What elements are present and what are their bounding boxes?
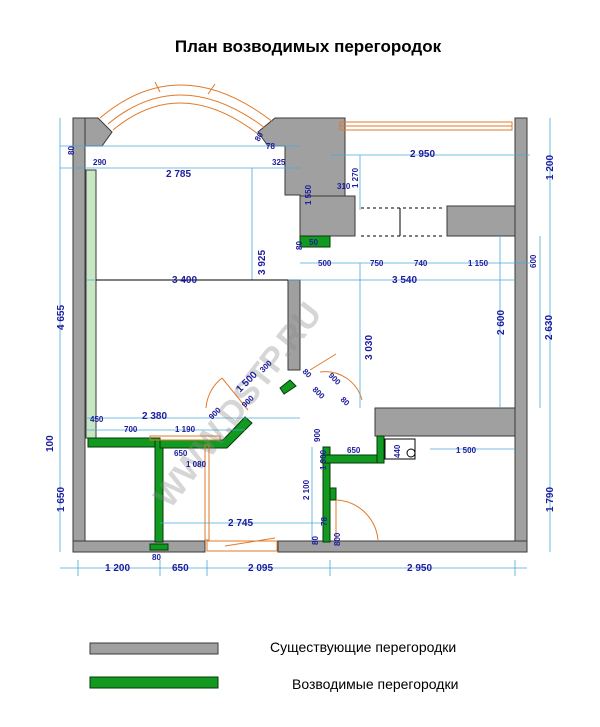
dim-650-a: 650 <box>174 449 188 458</box>
existing-walls <box>72 117 528 553</box>
legend-existing-label: Существующие перегородки <box>270 639 456 655</box>
dim-80-g: 80 <box>295 241 304 250</box>
dim-2600: 2 600 <box>496 310 507 335</box>
dim-100: 100 <box>45 435 56 452</box>
dim-50: 50 <box>309 238 318 247</box>
dim-325: 325 <box>272 158 286 167</box>
dim-740: 740 <box>414 259 428 268</box>
dim-1550: 1 550 <box>304 184 313 205</box>
dim-440: 440 <box>393 444 402 458</box>
dim-78-top: 78 <box>266 142 275 151</box>
dim-800-bottom: 800 <box>333 532 342 546</box>
legend-existing-swatch <box>89 642 219 655</box>
dim-900-d: 900 <box>313 428 322 442</box>
dim-bottom-2950: 2 950 <box>407 563 432 574</box>
dim-bottom-650: 650 <box>172 563 189 574</box>
dim-450: 450 <box>90 415 104 424</box>
dim-1080: 1 080 <box>186 460 207 469</box>
dim-1500-b: 1 500 <box>456 446 477 455</box>
dim-310: 310 <box>337 182 351 191</box>
dim-2630: 2 630 <box>544 315 555 340</box>
dim-1650: 1 650 <box>56 487 67 512</box>
legend-new-label: Возводимые перегородки <box>292 676 458 692</box>
dim-4655: 4 655 <box>56 305 67 330</box>
dim-1200-right: 1 200 <box>545 155 556 180</box>
dim-600: 600 <box>529 254 538 268</box>
dim-80-e: 80 <box>311 536 320 545</box>
dim-80-a: 80 <box>67 146 76 155</box>
dim-2950-top: 2 950 <box>410 149 435 160</box>
dim-2380: 2 380 <box>142 411 167 422</box>
dim-1300: 1 300 <box>319 449 328 470</box>
dim-700: 700 <box>124 425 138 434</box>
dimension-labels: 290 2 785 325 2 950 1 200 1 270 310 1 55… <box>45 130 556 574</box>
dim-2785: 2 785 <box>166 169 191 180</box>
dim-80-d: 80 <box>339 395 352 408</box>
plan-title: План возводимых перегородок <box>175 37 442 56</box>
dim-1270: 1 270 <box>351 167 360 188</box>
dim-1790: 1 790 <box>545 487 556 512</box>
fixtures <box>361 207 445 460</box>
dim-900-b: 900 <box>327 371 343 387</box>
new-partitions <box>85 169 385 551</box>
dim-800: 800 <box>311 385 327 401</box>
dim-2745: 2 745 <box>228 518 253 529</box>
dim-1150: 1 150 <box>468 259 489 268</box>
dim-290: 290 <box>93 158 107 167</box>
dim-3540: 3 540 <box>392 275 417 286</box>
dim-bottom-1200: 1 200 <box>105 563 130 574</box>
dim-3030: 3 030 <box>364 335 375 360</box>
bay-window <box>99 81 513 135</box>
dim-2100: 2 100 <box>302 479 311 500</box>
dim-3925: 3 925 <box>257 250 268 275</box>
dim-80-f: 80 <box>152 553 161 562</box>
dim-3400: 3 400 <box>172 275 197 286</box>
dim-78: 78 <box>320 517 329 526</box>
dim-bottom-2095: 2 095 <box>248 563 273 574</box>
legend: Существующие перегородки Возводимые пере… <box>89 639 458 692</box>
dimension-lines <box>59 118 551 576</box>
legend-new-swatch <box>89 676 219 689</box>
dim-500: 500 <box>318 259 332 268</box>
dim-1190: 1 190 <box>175 425 196 434</box>
dim-750: 750 <box>370 259 384 268</box>
doors <box>149 353 379 552</box>
dim-650-b: 650 <box>347 446 361 455</box>
